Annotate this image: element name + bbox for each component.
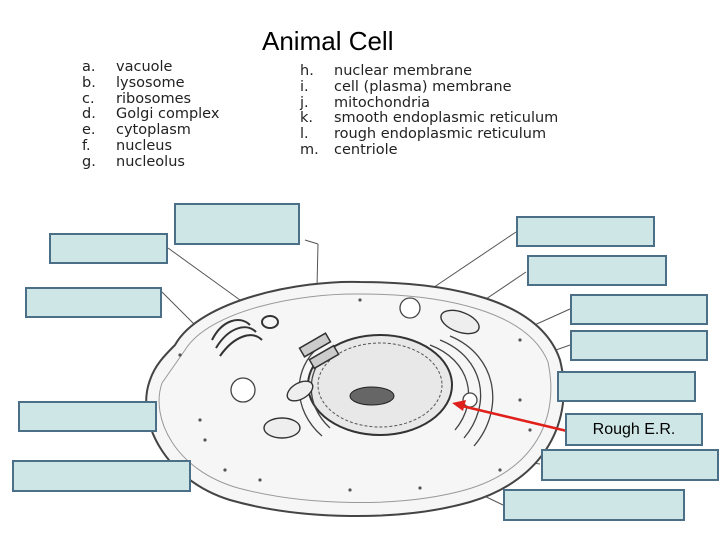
legend-item: l.rough endoplasmic reticulum [300, 126, 547, 143]
page-title: Animal Cell [262, 26, 394, 56]
answer-box[interactable] [516, 216, 655, 247]
ribosomes [178, 298, 532, 492]
legend-item: b.lysosome [82, 74, 185, 91]
nucleolus [349, 386, 395, 406]
vacuoles [230, 297, 478, 408]
legend-item: g.nucleolus [82, 153, 185, 170]
mitochondria [263, 309, 480, 439]
legend-item: a.vacuole [82, 59, 173, 75]
answer-box[interactable] [12, 460, 191, 492]
legend-item: h.nuclear membrane [300, 63, 473, 79]
golgi-complex [211, 315, 279, 357]
centriole [298, 332, 340, 370]
legend-item: i.cell (plasma) membrane [300, 78, 512, 95]
legend-item: c.ribosomes [82, 90, 192, 107]
answer-box-rough-er[interactable]: Rough E.R. [565, 413, 703, 446]
legend-item: k.smooth endoplasmic reticulum [300, 110, 559, 127]
legend-left: a.vacuole b.lysosome c.ribosomes d.Golgi… [82, 59, 220, 171]
answer-box[interactable] [541, 449, 719, 481]
legend-item: d.Golgi complex [82, 106, 220, 123]
answer-box[interactable] [557, 371, 696, 402]
answer-box[interactable] [570, 294, 708, 325]
answer-box[interactable] [25, 287, 162, 318]
legend-item: e.cytoplasm [82, 122, 191, 139]
answer-box[interactable] [18, 401, 157, 432]
legend-item: f.nucleus [82, 137, 173, 154]
answer-box[interactable] [503, 489, 685, 521]
answer-box[interactable] [570, 330, 708, 361]
answer-box[interactable] [174, 203, 300, 245]
legend-item: j.mitochondria [300, 94, 431, 111]
legend-right: h.nuclear membrane i.cell (plasma) membr… [300, 63, 559, 159]
arrow-head [452, 400, 466, 411]
answer-box[interactable] [49, 233, 168, 264]
legend-item: m.centriole [300, 141, 398, 158]
answer-box[interactable] [527, 255, 667, 286]
